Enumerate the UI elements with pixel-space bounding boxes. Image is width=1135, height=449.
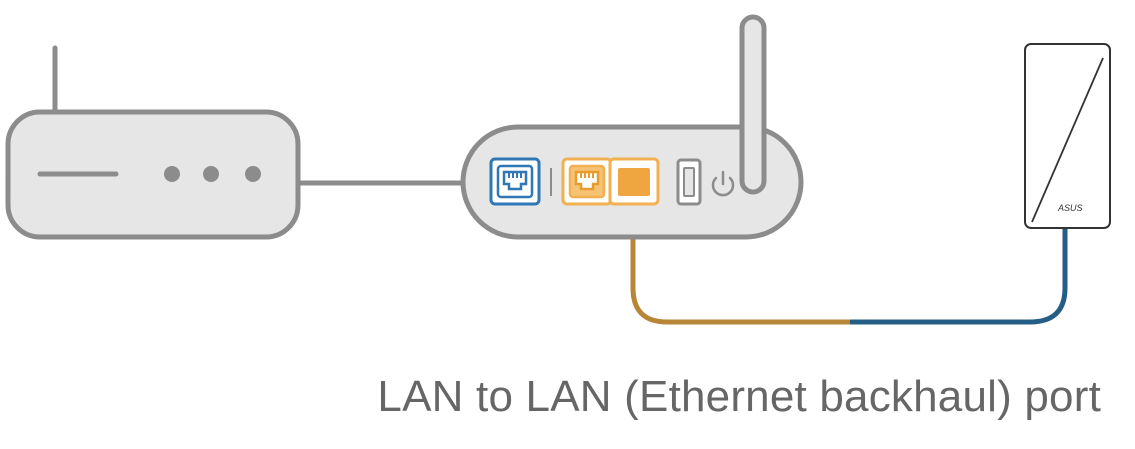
caption: LAN to LAN (Ethernet backhaul) port bbox=[377, 372, 1101, 421]
modem-body bbox=[5, 109, 301, 240]
lan-port-icon bbox=[561, 157, 613, 206]
lan-cable-router-side bbox=[630, 204, 850, 325]
usb-port-icon bbox=[676, 158, 702, 206]
node-logo: ASUS bbox=[1057, 203, 1083, 213]
lan-cable-node-side bbox=[850, 228, 1068, 325]
node-diagonal bbox=[1031, 57, 1104, 223]
mesh-node-icon: ASUS bbox=[1024, 43, 1111, 229]
modem-led bbox=[164, 166, 180, 182]
modem-icon bbox=[5, 45, 301, 240]
wan-port-icon bbox=[489, 157, 541, 206]
router-icon bbox=[460, 14, 804, 240]
antenna-icon bbox=[739, 14, 767, 195]
lan-port-active-icon bbox=[608, 157, 660, 206]
power-icon bbox=[711, 170, 735, 197]
modem-led bbox=[245, 166, 261, 182]
modem-led bbox=[203, 166, 219, 182]
